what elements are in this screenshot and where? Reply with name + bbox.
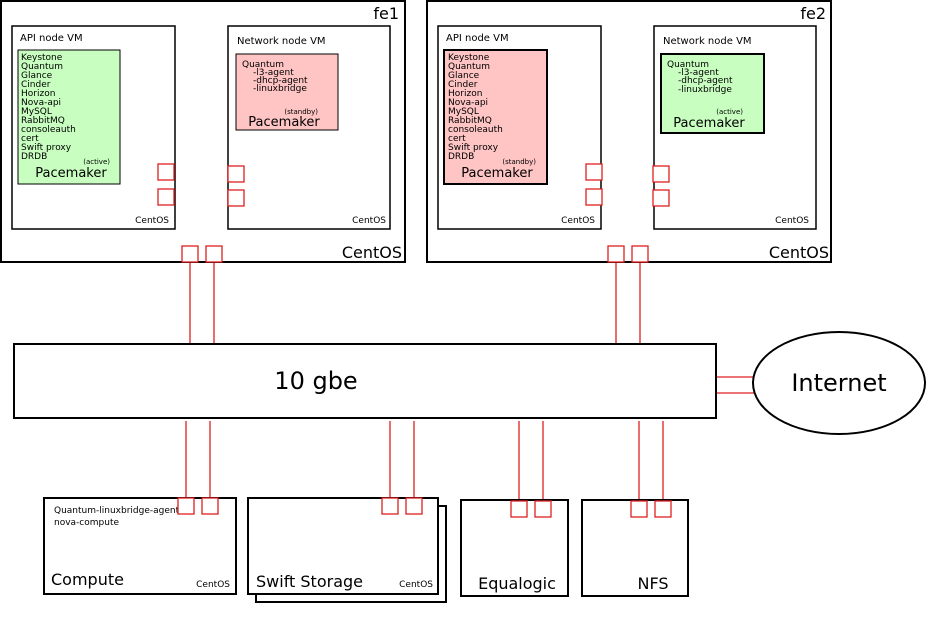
switch-label: 10 gbe [274, 367, 357, 395]
state-badge: (active) [716, 108, 743, 116]
api-services-panel [17, 49, 121, 185]
host-fe2: fe2 CentOS API node VM Keystone Quantum … [426, 0, 832, 263]
internet-cloud: Internet [752, 331, 926, 435]
port [510, 500, 528, 518]
port [607, 245, 625, 263]
vm-os: CentOS [135, 216, 169, 226]
port [534, 500, 552, 518]
nfs-label: NFS [637, 574, 668, 593]
port [585, 188, 603, 206]
port [585, 163, 603, 181]
port [381, 497, 399, 515]
port [654, 500, 672, 518]
api-node-vm: API node VM Keystone Quantum Glance Cind… [11, 25, 176, 230]
api-services-panel [443, 49, 548, 185]
api-services-list: Keystone Quantum Glance Cinder Horizon N… [21, 53, 79, 162]
host-title: fe2 [800, 4, 826, 23]
port [205, 245, 223, 263]
port [227, 189, 245, 207]
vm-title: API node VM [20, 33, 83, 44]
nfs-node: NFS [581, 499, 689, 597]
host-title: fe1 [373, 4, 399, 23]
network-services-list: Quantum -l3-agent -dhcp-agent -linuxbrid… [667, 60, 735, 95]
pacemaker-label: Pacemaker [461, 166, 533, 181]
port [227, 165, 245, 183]
network-services-panel [235, 53, 339, 131]
swift-os: CentOS [399, 580, 433, 590]
compute-node: Quantum-linuxbridge-agent nova-compute C… [43, 497, 237, 595]
network-node-vm: Network node VM Quantum -l3-agent -dhcp-… [653, 25, 817, 230]
port [630, 500, 648, 518]
internet-label: Internet [791, 369, 886, 397]
swift-label: Swift Storage [256, 572, 363, 591]
pacemaker-label: Pacemaker [673, 116, 745, 131]
port [631, 245, 649, 263]
fe1-ports [157, 163, 245, 263]
vm-os: CentOS [352, 216, 386, 226]
compute-os: CentOS [196, 580, 230, 590]
switch-10gbe: 10 gbe [13, 343, 717, 419]
port [652, 189, 670, 207]
compute-label: Compute [51, 570, 124, 589]
network-services-panel [660, 53, 765, 134]
host-os: CentOS [769, 243, 829, 262]
port [181, 245, 199, 263]
api-services-list: Keystone Quantum Glance Cinder Horizon N… [448, 53, 506, 162]
vm-os: CentOS [775, 216, 809, 226]
port [652, 165, 670, 183]
host-os: CentOS [342, 243, 402, 262]
port [157, 163, 175, 181]
host-fe1: fe1 CentOS API node VM Keystone Quantum … [0, 0, 406, 263]
port [405, 497, 423, 515]
api-node-vm: API node VM Keystone Quantum Glance Cind… [437, 25, 602, 230]
network-node-vm: Network node VM Quantum -l3-agent -dhcp-… [227, 25, 391, 230]
state-badge: (active) [83, 158, 110, 166]
equalogic-node: Equalogic [460, 499, 569, 597]
vm-title: API node VM [446, 33, 509, 44]
vm-title: Network node VM [663, 36, 752, 47]
equalogic-label: Equalogic [478, 574, 556, 593]
state-badge: (standby) [284, 108, 318, 116]
network-services-list: Quantum -l3-agent -dhcp-agent -linuxbrid… [242, 60, 310, 94]
port [201, 497, 219, 515]
pacemaker-label: Pacemaker [248, 115, 320, 130]
fe2-ports [585, 163, 670, 263]
vm-title: Network node VM [237, 36, 326, 47]
pacemaker-label: Pacemaker [35, 166, 107, 181]
port [177, 497, 195, 515]
state-badge: (standby) [502, 158, 536, 166]
vm-os: CentOS [561, 216, 595, 226]
compute-services-list: Quantum-linuxbridge-agent nova-compute [54, 506, 182, 528]
port [157, 188, 175, 206]
swift-storage-node: Swift Storage CentOS [247, 497, 447, 603]
